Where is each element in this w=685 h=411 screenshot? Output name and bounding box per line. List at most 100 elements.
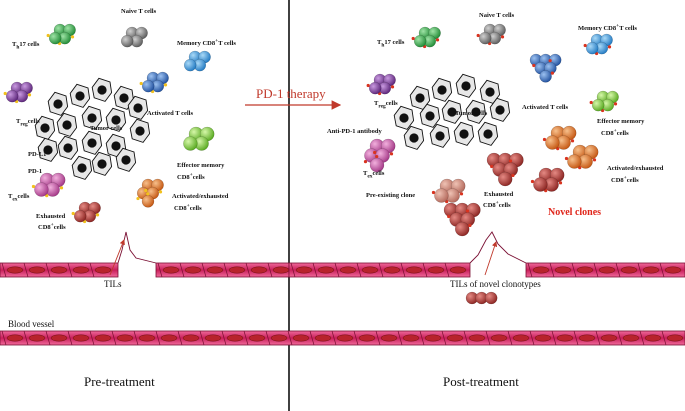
tumor-pre-7 [105,107,127,132]
pre-naive-cluster [120,26,148,48]
endothelial-cell [598,266,616,274]
endothelial-cell [468,334,486,342]
cell [120,34,134,48]
cell [141,195,155,208]
receptor-mark [139,81,143,86]
tumor-pre-14 [91,151,113,176]
tumor-nucleus [43,145,53,155]
receptor-mark [589,100,593,105]
endothelial-cell [314,334,332,342]
receptor-mark [532,63,536,68]
endothelial-cell [6,266,24,274]
tils-sprout-pre [117,231,157,264]
post-exhausted-cluster-1 [486,152,524,187]
endothelial-cell [50,334,68,342]
tumor-post-1 [431,77,453,102]
endothelial-cell [184,266,202,274]
tumor-post-7 [465,99,487,124]
tumor-nucleus [135,126,145,136]
pre-actex-cluster [136,178,164,208]
pre-actex-label-1: Activated/exhausted [172,193,229,200]
post-activated-label: Activated T cells [522,104,568,111]
tumor-nucleus [471,107,481,117]
pre-treatment-title: Pre-treatment [84,374,155,389]
endothelial-cell [578,334,596,342]
receptor-mark [459,192,464,196]
tumor-nucleus [409,133,419,143]
tumor-nucleus [111,141,121,151]
endothelial-cell [206,266,224,274]
pre-actex-label-2: CD8+cells [174,203,202,213]
endothelial-cell [361,266,379,274]
cell [183,58,197,72]
tumor-pre-15 [115,147,137,172]
endothelial-cell [248,334,266,342]
post-exhausted-label-1: Exhausted [484,191,514,198]
receptor-mark [3,91,7,96]
tumor-post-12 [477,121,499,146]
post-tumor-label: Tumor cells [455,110,488,117]
tils-arrow-pre [109,239,125,276]
cell [567,154,582,169]
tumor-pre-2 [91,77,113,102]
receptor-mark [592,158,597,162]
receptor-mark [564,156,569,161]
tumor-nucleus [435,131,445,141]
pre-treg-cluster [3,81,33,104]
tumor-nucleus [437,85,447,95]
endothelial-cell [490,334,508,342]
tumor-nucleus [87,113,97,123]
receptor-mark [390,85,395,89]
pre-exhausted-cluster [71,201,101,224]
endothelial-cell [534,334,552,342]
endothelial-cell [28,266,46,274]
post-activated-cluster [529,53,562,83]
post-effector-cluster [589,90,619,113]
tumor-post-0 [409,85,431,110]
endothelial-cell [383,266,401,274]
tumor-nucleus [53,99,63,109]
endothelial-cell [250,266,268,274]
post-exhausted-cluster-2 [443,202,481,237]
receptor-mark [500,35,505,39]
cell [5,89,19,103]
pre-tex-label: Texcells [8,193,30,203]
receptor-mark [476,33,480,38]
pre-exhausted-label-2: CD8+cells [38,222,66,232]
endothelial-cell [532,266,550,274]
post-treg-cluster [366,73,396,96]
cell [48,31,62,45]
endothelial-cell [138,334,156,342]
endothelial-cell [116,334,134,342]
pre-naive-label: Naive T cells [121,8,157,15]
endothelial-cell [644,334,662,342]
endothelial-cell [424,334,442,342]
endothelial-cell [576,266,594,274]
cell [497,171,513,187]
endothelial-cell [554,266,572,274]
cell [539,70,552,83]
tumor-post-5 [393,105,415,130]
pre-pd1-label: PD-1 [28,168,43,175]
tumor-post-8 [489,97,511,122]
post-treg-label: Tregcells [374,100,398,110]
pre-tumor-label: Tumor cells [90,125,123,132]
post-actex-label-2: CD8+cells [611,175,639,185]
tumor-post-10 [429,123,451,148]
endothelial-cell [339,266,357,274]
post-preexisting-label: Pre-existing clone [366,192,416,199]
tumor-nucleus [399,113,409,123]
tumor-post-2 [455,73,477,98]
post-th17-cluster [411,26,441,49]
endothelial-cell [380,334,398,342]
pre-activated-cluster [139,71,169,94]
receptor-mark [59,186,64,190]
endothelial-cell [405,266,423,274]
endothelial-cell [292,334,310,342]
pre-tex-cluster [31,172,66,198]
tumor-pre-3 [113,85,135,110]
blood-vessels [0,231,685,346]
tumor-nucleus [63,143,73,153]
tumor-pre-13 [37,137,59,162]
cell [413,34,427,48]
